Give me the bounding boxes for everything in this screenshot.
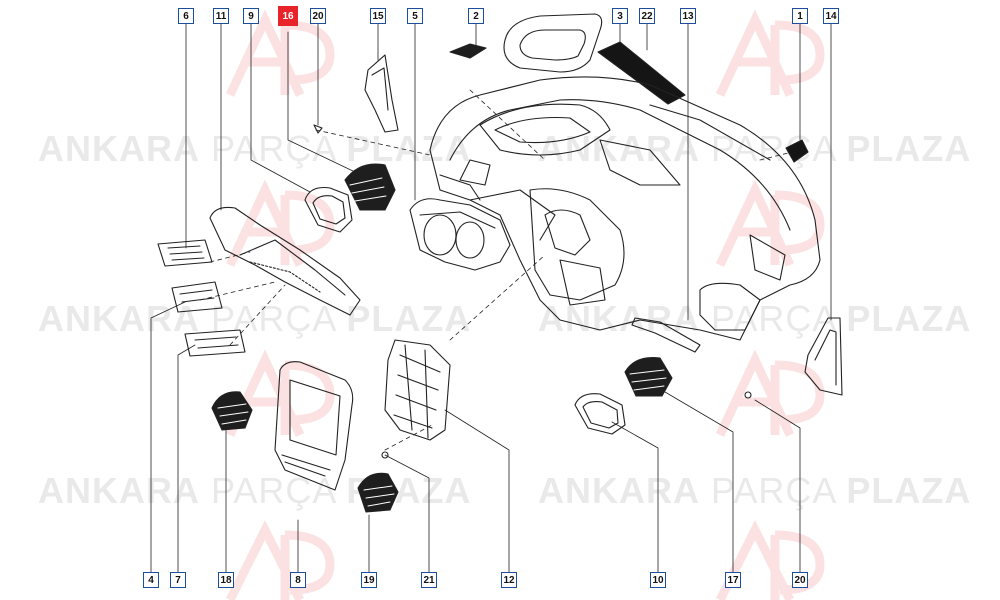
part-20-screw (744, 391, 752, 399)
leader-lines (150, 301, 801, 573)
part-8-center-stack-bezel (274, 361, 354, 491)
ap-logo (715, 9, 825, 97)
ap-logo (715, 349, 825, 437)
callout-8: 8 (290, 572, 306, 588)
part-7-switch-bracket (184, 329, 246, 357)
part-18-left-air-vent (211, 391, 253, 431)
callout-16-highlighted: 16 (278, 6, 298, 26)
callout-14: 14 (823, 8, 839, 24)
leader-lines (185, 23, 832, 321)
part-15-a-pillar-trim (364, 54, 399, 133)
callout-13: 13 (680, 8, 696, 24)
callout-11: 11 (213, 8, 229, 24)
ap-logo (225, 519, 335, 600)
callout-12: 12 (501, 572, 517, 588)
dashboard-main-body (429, 76, 821, 341)
callout-3: 3 (612, 8, 628, 24)
part-20-clip (313, 124, 323, 134)
callout-9: 9 (243, 8, 259, 24)
part-17-right-air-vent (624, 357, 673, 397)
callout-10: 10 (650, 572, 666, 588)
part-5-cluster-surround (409, 198, 511, 271)
part-1-side-vent-insert (785, 139, 809, 163)
part-21-screw (381, 451, 389, 459)
callout-5: 5 (407, 8, 423, 24)
part-16-center-air-vent (344, 163, 396, 211)
callout-18: 18 (218, 572, 234, 588)
part-9-vent-bezel (304, 186, 353, 233)
part-14-end-cap (804, 317, 843, 396)
part-2-speaker-grille (449, 43, 487, 59)
callout-4: 4 (143, 572, 159, 588)
callout-6: 6 (178, 8, 194, 24)
callout-1: 1 (792, 8, 808, 24)
callout-21: 21 (421, 572, 437, 588)
part-11-lower-trim (209, 206, 361, 316)
callout-22: 22 (639, 8, 655, 24)
ap-logo (715, 179, 825, 267)
part-6-switch-panel (157, 239, 213, 267)
callout-20: 20 (310, 8, 326, 24)
part-13-trim-strip (631, 317, 701, 353)
callout-15: 15 (370, 8, 386, 24)
part-4-lower-bracket (171, 281, 223, 313)
callout-19: 19 (361, 572, 377, 588)
callout-2: 2 (468, 8, 484, 24)
part-19-center-air-vent (357, 472, 399, 513)
part-12-console-frame (384, 339, 451, 441)
callout-20-bottom: 20 (792, 572, 808, 588)
part-10-right-vent-bezel (574, 393, 626, 435)
part-3-display-hood (503, 13, 603, 73)
callout-17: 17 (725, 572, 741, 588)
callout-7: 7 (170, 572, 186, 588)
part-22-defrost-panel (597, 41, 686, 105)
